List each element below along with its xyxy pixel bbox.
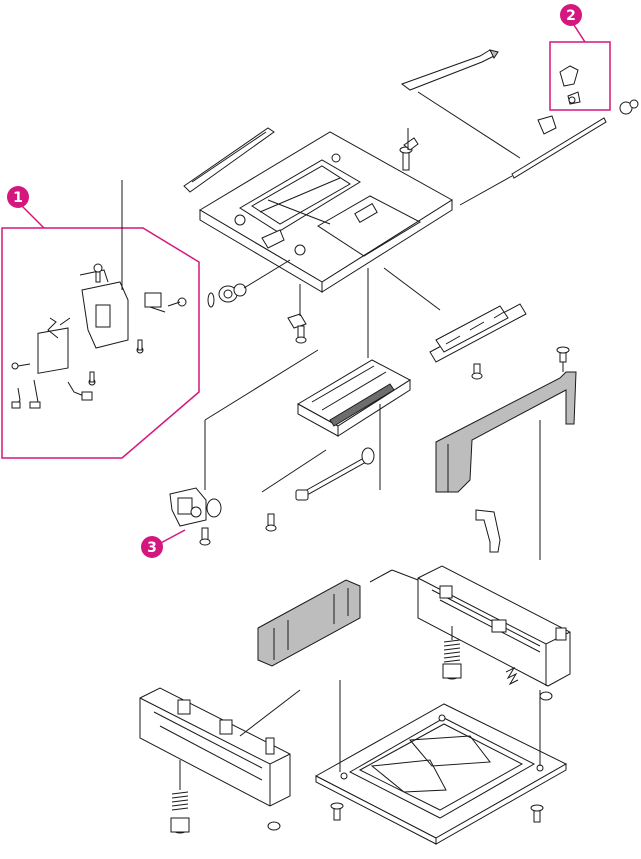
callout-3-label: 3 [147,540,157,556]
hinge-shaft [512,118,606,178]
solenoid-assembly [170,488,221,545]
right-paper-guide [430,304,526,379]
callout-1-badge: 1 [7,186,29,208]
lift-lever [476,510,500,552]
callout-2-badge: 2 [560,4,582,26]
base-plate [316,704,566,844]
left-side-frame [140,688,290,806]
leader-arm [418,92,520,158]
side-cover-right [436,347,576,492]
controller-pcb-assembly [12,264,186,408]
top-plate-screws [400,138,418,170]
drive-gear [208,284,246,307]
sensor-bracket [288,314,306,343]
right-side-frame [418,566,570,686]
callout-2-region [550,22,610,110]
callout-1-label: 1 [13,190,23,206]
top-cover-arm [402,50,498,90]
callout-3-badge: 3 [141,536,163,558]
callout-1-region [2,202,199,458]
left-panel [258,580,360,666]
pickup-assembly [298,360,410,436]
callout-2-label: 2 [566,8,576,24]
top-cover-latch-set [560,66,580,104]
roller-shaft [266,448,374,531]
